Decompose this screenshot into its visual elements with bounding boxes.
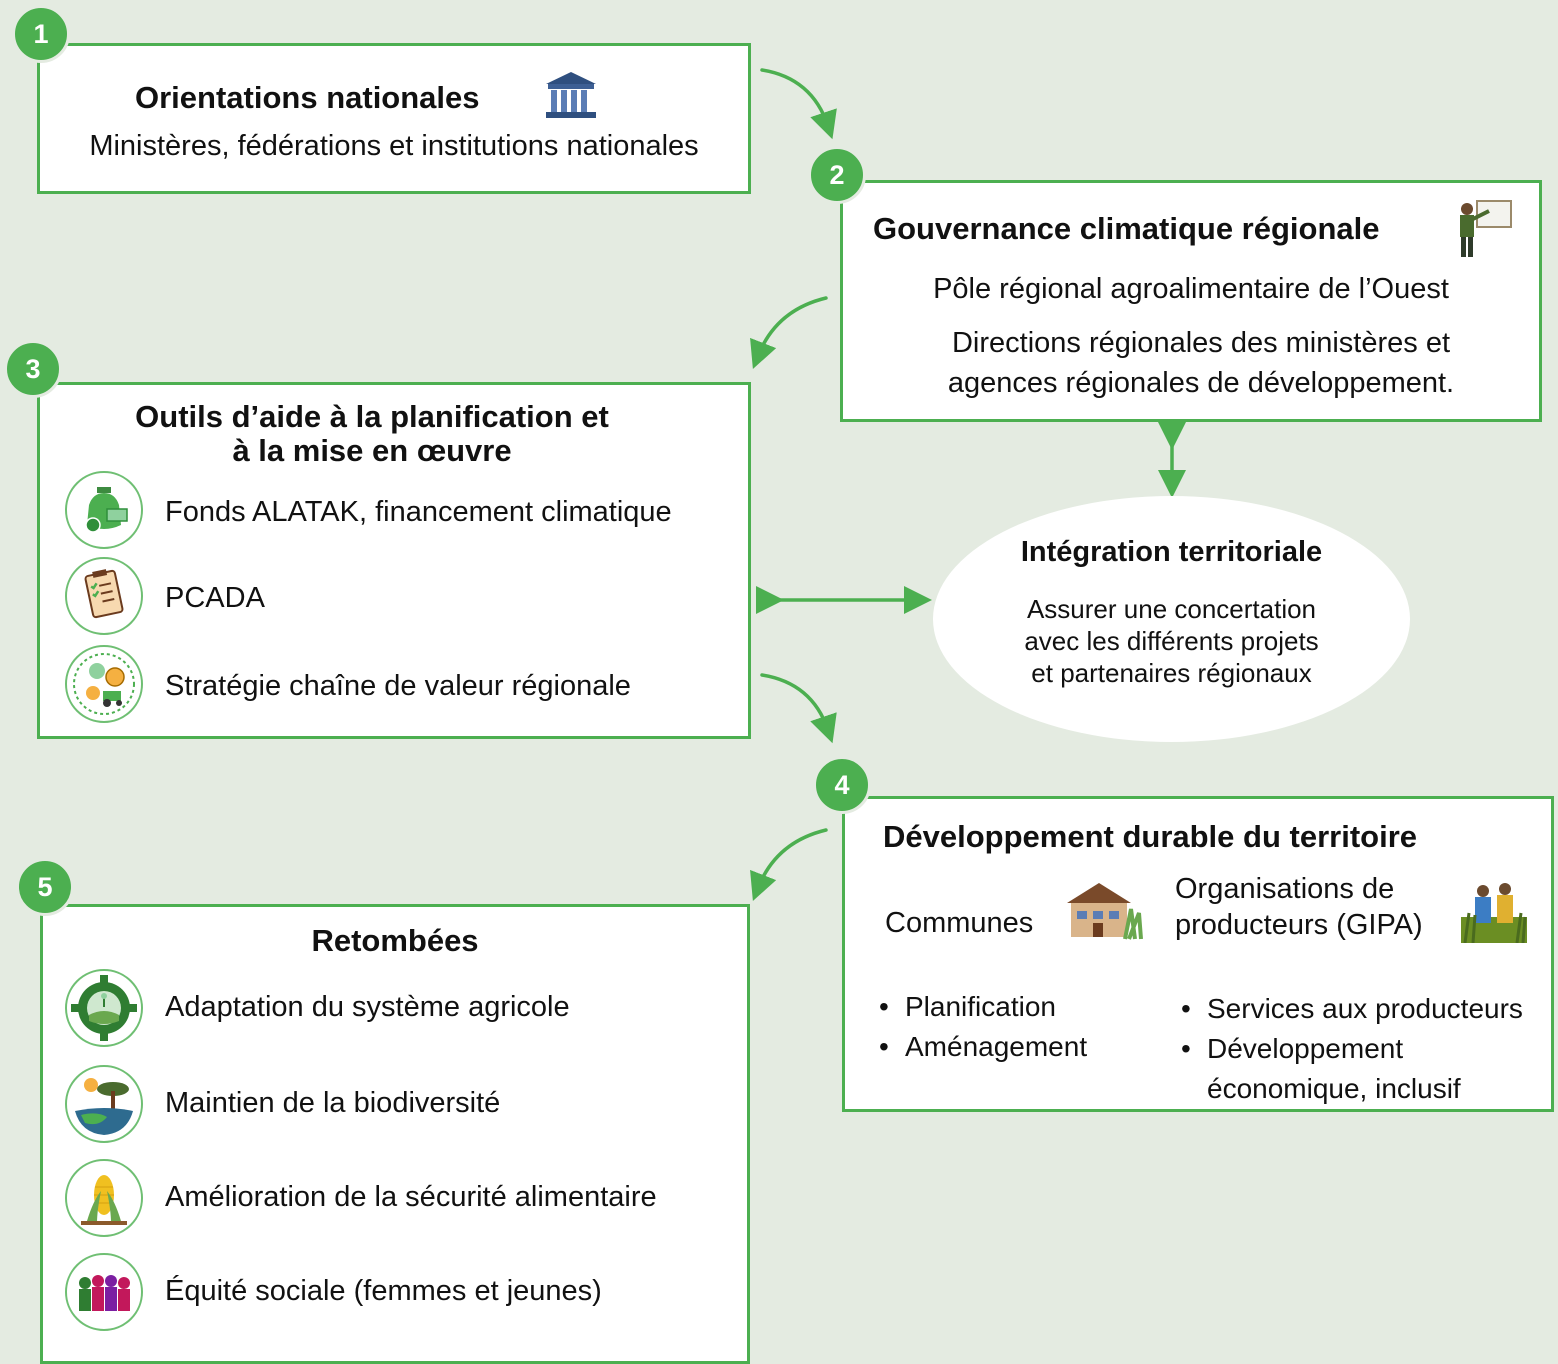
org-label-a: Organisations de <box>1175 873 1395 905</box>
farm-gear-icon <box>65 969 143 1047</box>
tool-item-label: Fonds ALATAK, financement climatique <box>165 496 672 528</box>
box-outcomes: Retombées Adaptation du système agricole… <box>40 904 750 1364</box>
org-label-b: producteurs (GIPA) <box>1175 909 1423 941</box>
box-planning-tools: Outils d’aide à la planification et à la… <box>37 382 751 739</box>
integration-line2: avec les différents projets <box>1024 626 1319 656</box>
outcome-item-label: Adaptation du système agricole <box>165 991 570 1023</box>
box2-line2b: agences régionales de développement. <box>947 367 1455 399</box>
org-item: Services aux producteurs <box>1181 993 1523 1025</box>
box2-line2a: Directions régionales des ministères et <box>951 327 1451 359</box>
box1-title: Orientations nationales <box>135 80 480 115</box>
box5-title: Retombées <box>311 923 479 958</box>
integration-line3: et partenaires régionaux <box>1031 658 1312 688</box>
integration-line1: Assurer une concertation <box>1026 594 1317 624</box>
ellipse-territorial-integration: Intégration territoriale Assurer une con… <box>933 496 1410 742</box>
box3-title-a: Outils d’aide à la planification et <box>135 399 609 434</box>
arrow-1-to-2 <box>760 68 837 140</box>
presenter-icon <box>1451 197 1513 259</box>
step-badge-5: 5 <box>16 858 74 916</box>
org-item: Développement <box>1181 1033 1403 1065</box>
clipboard-checklist-icon <box>65 557 143 635</box>
communes-label: Communes <box>885 907 1034 939</box>
box-regional-governance: Gouvernance climatique régionale Pôle ré… <box>840 180 1542 422</box>
corn-icon <box>65 1159 143 1237</box>
box-national-orientations: Orientations nationales Ministères, fédé… <box>37 43 751 194</box>
farmers-icon <box>1461 877 1527 944</box>
step-badge-3: 3 <box>4 340 62 398</box>
value-chain-icon <box>65 645 143 723</box>
tool-item-label: Stratégie chaîne de valeur régionale <box>165 670 631 702</box>
people-group-icon <box>65 1253 143 1331</box>
tool-item-label: PCADA <box>165 582 265 614</box>
house-icon <box>1065 879 1147 941</box>
outcome-item-label: Maintien de la biodiversité <box>165 1087 501 1119</box>
outcome-item-label: Équité sociale (femmes et jeunes) <box>165 1275 602 1307</box>
org-item-continuation: économique, inclusif <box>1207 1073 1461 1104</box>
box2-line1: Pôle régional agroalimentaire de l’Ouest <box>933 273 1449 305</box>
outcome-item-label: Amélioration de la sécurité alimentaire <box>165 1181 657 1213</box>
step-badge-1: 1 <box>12 5 70 63</box>
box4-title: Développement durable du territoire <box>883 819 1417 854</box>
box1-subtitle: Ministères, fédérations et institutions … <box>89 130 699 162</box>
biodiversity-icon <box>65 1065 143 1143</box>
arrow-3-to-4 <box>760 673 837 744</box>
step-badge-4: 4 <box>813 756 871 814</box>
integration-title: Intégration territoriale <box>1020 536 1323 568</box>
communes-item: Aménagement <box>879 1031 1087 1063</box>
arrow-2-to-3 <box>750 296 828 370</box>
communes-item: Planification <box>879 991 1056 1023</box>
box3-title-b: à la mise en œuvre <box>232 433 512 468</box>
box2-title: Gouvernance climatique régionale <box>873 211 1380 246</box>
arrow-4-to-5 <box>750 828 828 902</box>
government-building-icon <box>542 70 600 120</box>
box-sustainable-development: Développement durable du territoire Comm… <box>842 796 1554 1112</box>
money-bag-icon <box>65 471 143 549</box>
step-badge-2: 2 <box>808 146 866 204</box>
